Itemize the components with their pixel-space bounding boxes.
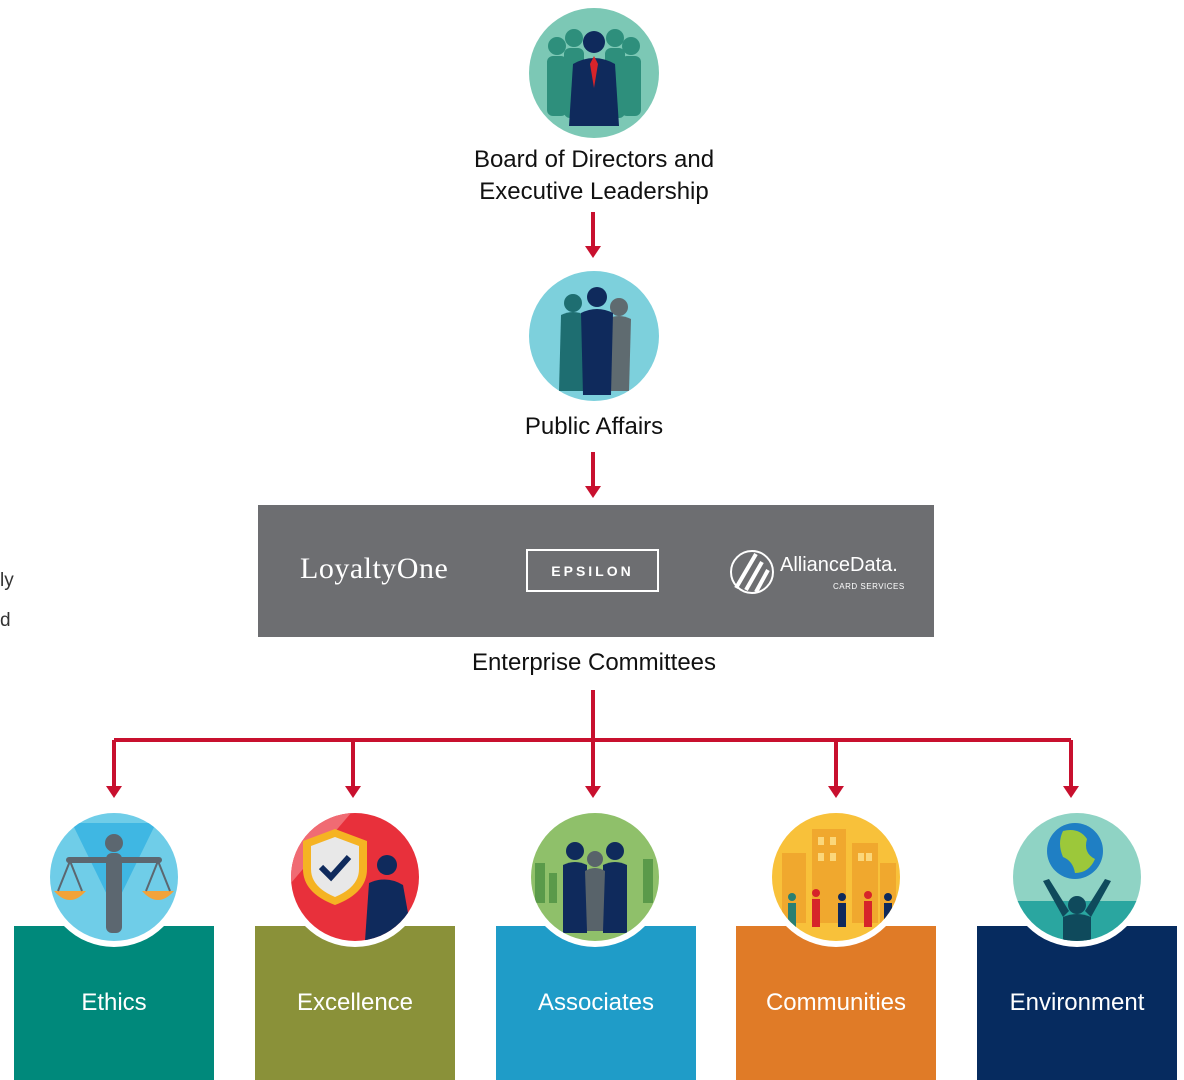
enterprise-committees-label: Enterprise Committees xyxy=(471,649,717,676)
committee-icon-frame-associates xyxy=(525,807,665,947)
committee-icon-frame-communities xyxy=(766,807,906,947)
globe-raised-arms-icon xyxy=(1013,813,1141,941)
committee-label-environment: Environment xyxy=(1009,989,1145,1016)
alliance-data-name: AllianceData. xyxy=(780,554,898,576)
committee-icon-frame-excellence xyxy=(285,807,425,947)
committee-box-environment: Environment xyxy=(977,926,1177,1080)
board-label-line-1: Board of Directors and xyxy=(473,146,715,173)
scales-of-justice-icon xyxy=(50,813,178,941)
alliance-data-logo: AllianceData. CARD SERVICES xyxy=(728,548,918,596)
public-affairs-illustration xyxy=(529,271,659,401)
city-walkers-icon xyxy=(772,813,900,941)
enterprise-logos-banner xyxy=(258,505,934,637)
board-illustration xyxy=(529,8,659,138)
committee-box-ethics: Ethics xyxy=(14,926,214,1080)
committee-icon-frame-environment xyxy=(1007,807,1147,947)
epsilon-logo: EPSILON xyxy=(526,549,659,592)
leaders-silhouette-icon xyxy=(547,29,641,126)
clipped-text-line-1: ly xyxy=(0,570,14,591)
committee-label-communities: Communities xyxy=(765,989,907,1016)
committee-icon-frame-ethics xyxy=(44,807,184,947)
board-label-line-2: Executive Leadership xyxy=(479,178,709,205)
alliance-data-subtitle: CARD SERVICES xyxy=(833,582,905,591)
people-group-icon xyxy=(531,813,659,941)
public-affairs-label: Public Affairs xyxy=(524,413,664,440)
alliance-data-mark-icon xyxy=(730,550,774,594)
committee-label-associates: Associates xyxy=(537,989,655,1016)
committee-box-excellence: Excellence xyxy=(255,926,455,1080)
committee-box-communities: Communities xyxy=(736,926,936,1080)
loyaltyone-logo: LoyaltyOne xyxy=(300,552,449,585)
conversation-people-icon xyxy=(559,287,631,395)
committee-box-associates: Associates xyxy=(496,926,696,1080)
clipped-text-line-2: d xyxy=(0,610,11,631)
committee-label-excellence: Excellence xyxy=(296,989,414,1016)
committee-label-ethics: Ethics xyxy=(81,989,147,1016)
shield-check-icon xyxy=(291,813,419,941)
